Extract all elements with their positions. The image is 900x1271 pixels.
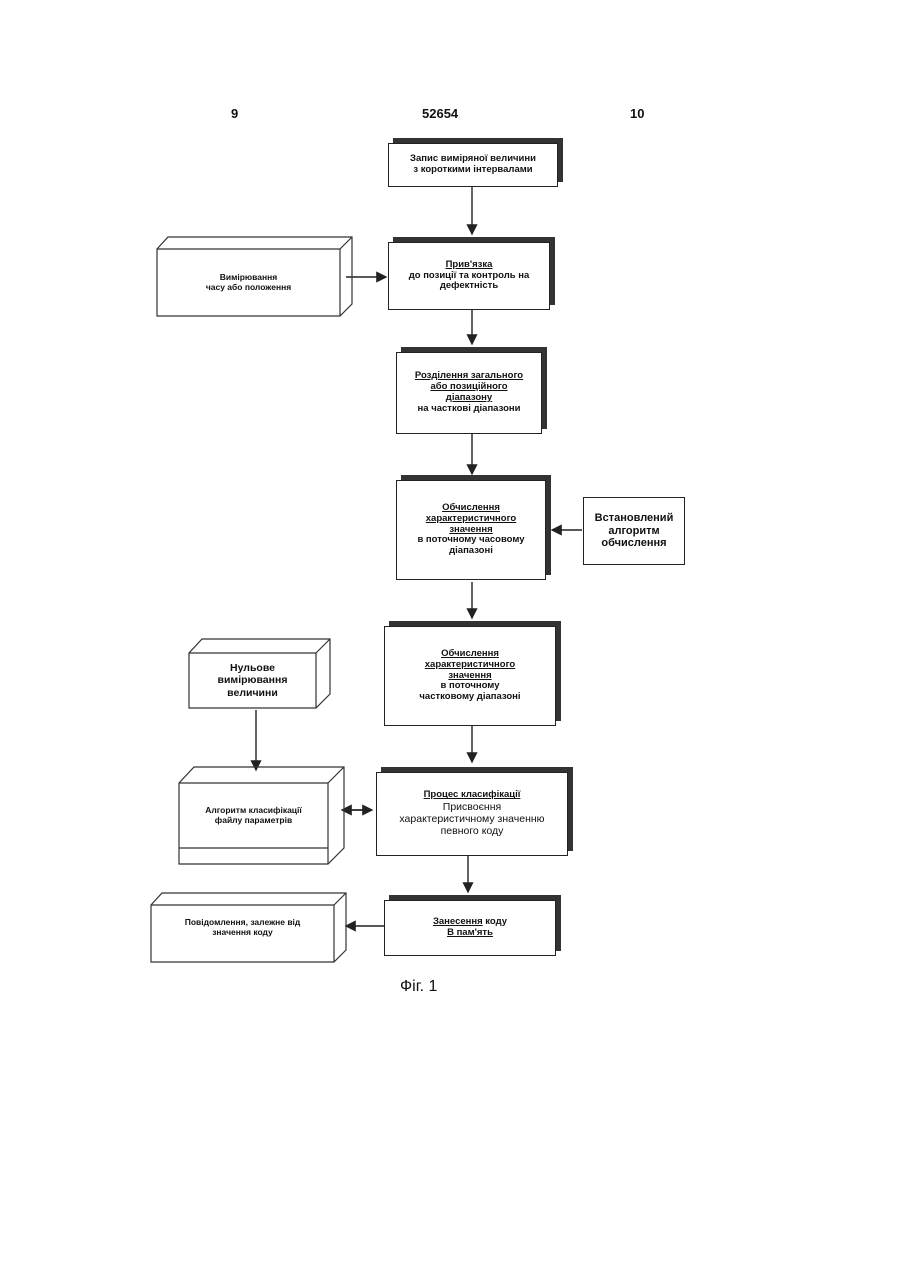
node-text: діапазоні	[449, 546, 493, 557]
node-text: характеристичному значенню	[399, 813, 544, 825]
node-position-binding: Прив'язка до позиції та контроль на дефе…	[388, 242, 550, 310]
node-classification-process: Процес класифікації Присвоєння характери…	[376, 772, 568, 856]
node-title: Прив'язка	[446, 260, 493, 271]
node-text: Встановлений	[595, 512, 674, 525]
node-text: коду	[483, 916, 507, 927]
node-title: характеристичного	[426, 514, 516, 525]
node-text: В пам'ять	[447, 928, 493, 939]
node-zero-measurement: Нульове вимірювання величини	[188, 638, 332, 710]
node-message-depending-on-code: Повідомлення, залежне від значення коду	[150, 892, 348, 964]
node-store-code: Занесення коду В пам'ять	[384, 900, 556, 956]
node-text: дефектність	[440, 281, 498, 292]
node-title: Обчислення	[442, 503, 500, 514]
node-text: вимірювання	[218, 674, 288, 686]
node-text: алгоритм	[608, 525, 659, 538]
node-split-range: Розділення загального або позиційного ді…	[396, 352, 542, 434]
node-classification-algorithm: Алгоритм класифікації файлу параметрів	[178, 766, 346, 866]
node-set-algorithm: Встановлений алгоритм обчислення	[583, 497, 685, 565]
node-text: Нульове	[230, 662, 275, 674]
node-title: характеристичного	[425, 660, 515, 671]
node-text: обчислення	[601, 537, 666, 550]
node-text: часу або положення	[206, 283, 291, 293]
node-title: Занесення	[433, 916, 483, 927]
node-time-position-measurement: Вимірювання часу або положення	[156, 236, 354, 318]
figure-caption: Фіг. 1	[400, 978, 437, 996]
node-title: Обчислення	[441, 649, 499, 660]
node-text: з короткими інтервалами	[413, 165, 532, 176]
node-text: значення коду	[212, 928, 273, 938]
node-calc-partial-range: Обчислення характеристичного значення в …	[384, 626, 556, 726]
node-text: на часткові діапазони	[418, 404, 521, 415]
node-text: Присвоєння	[443, 801, 501, 813]
node-title: Процес класифікації	[424, 790, 521, 801]
node-text: величини	[227, 687, 278, 699]
node-text: частковому діапазоні	[419, 692, 520, 703]
node-calc-time-range: Обчислення характеристичного значення в …	[396, 480, 546, 580]
node-text: файлу параметрів	[215, 816, 292, 826]
node-text: певного коду	[441, 825, 504, 837]
node-record-measured-value: Запис виміряної величини з короткими інт…	[388, 143, 558, 187]
